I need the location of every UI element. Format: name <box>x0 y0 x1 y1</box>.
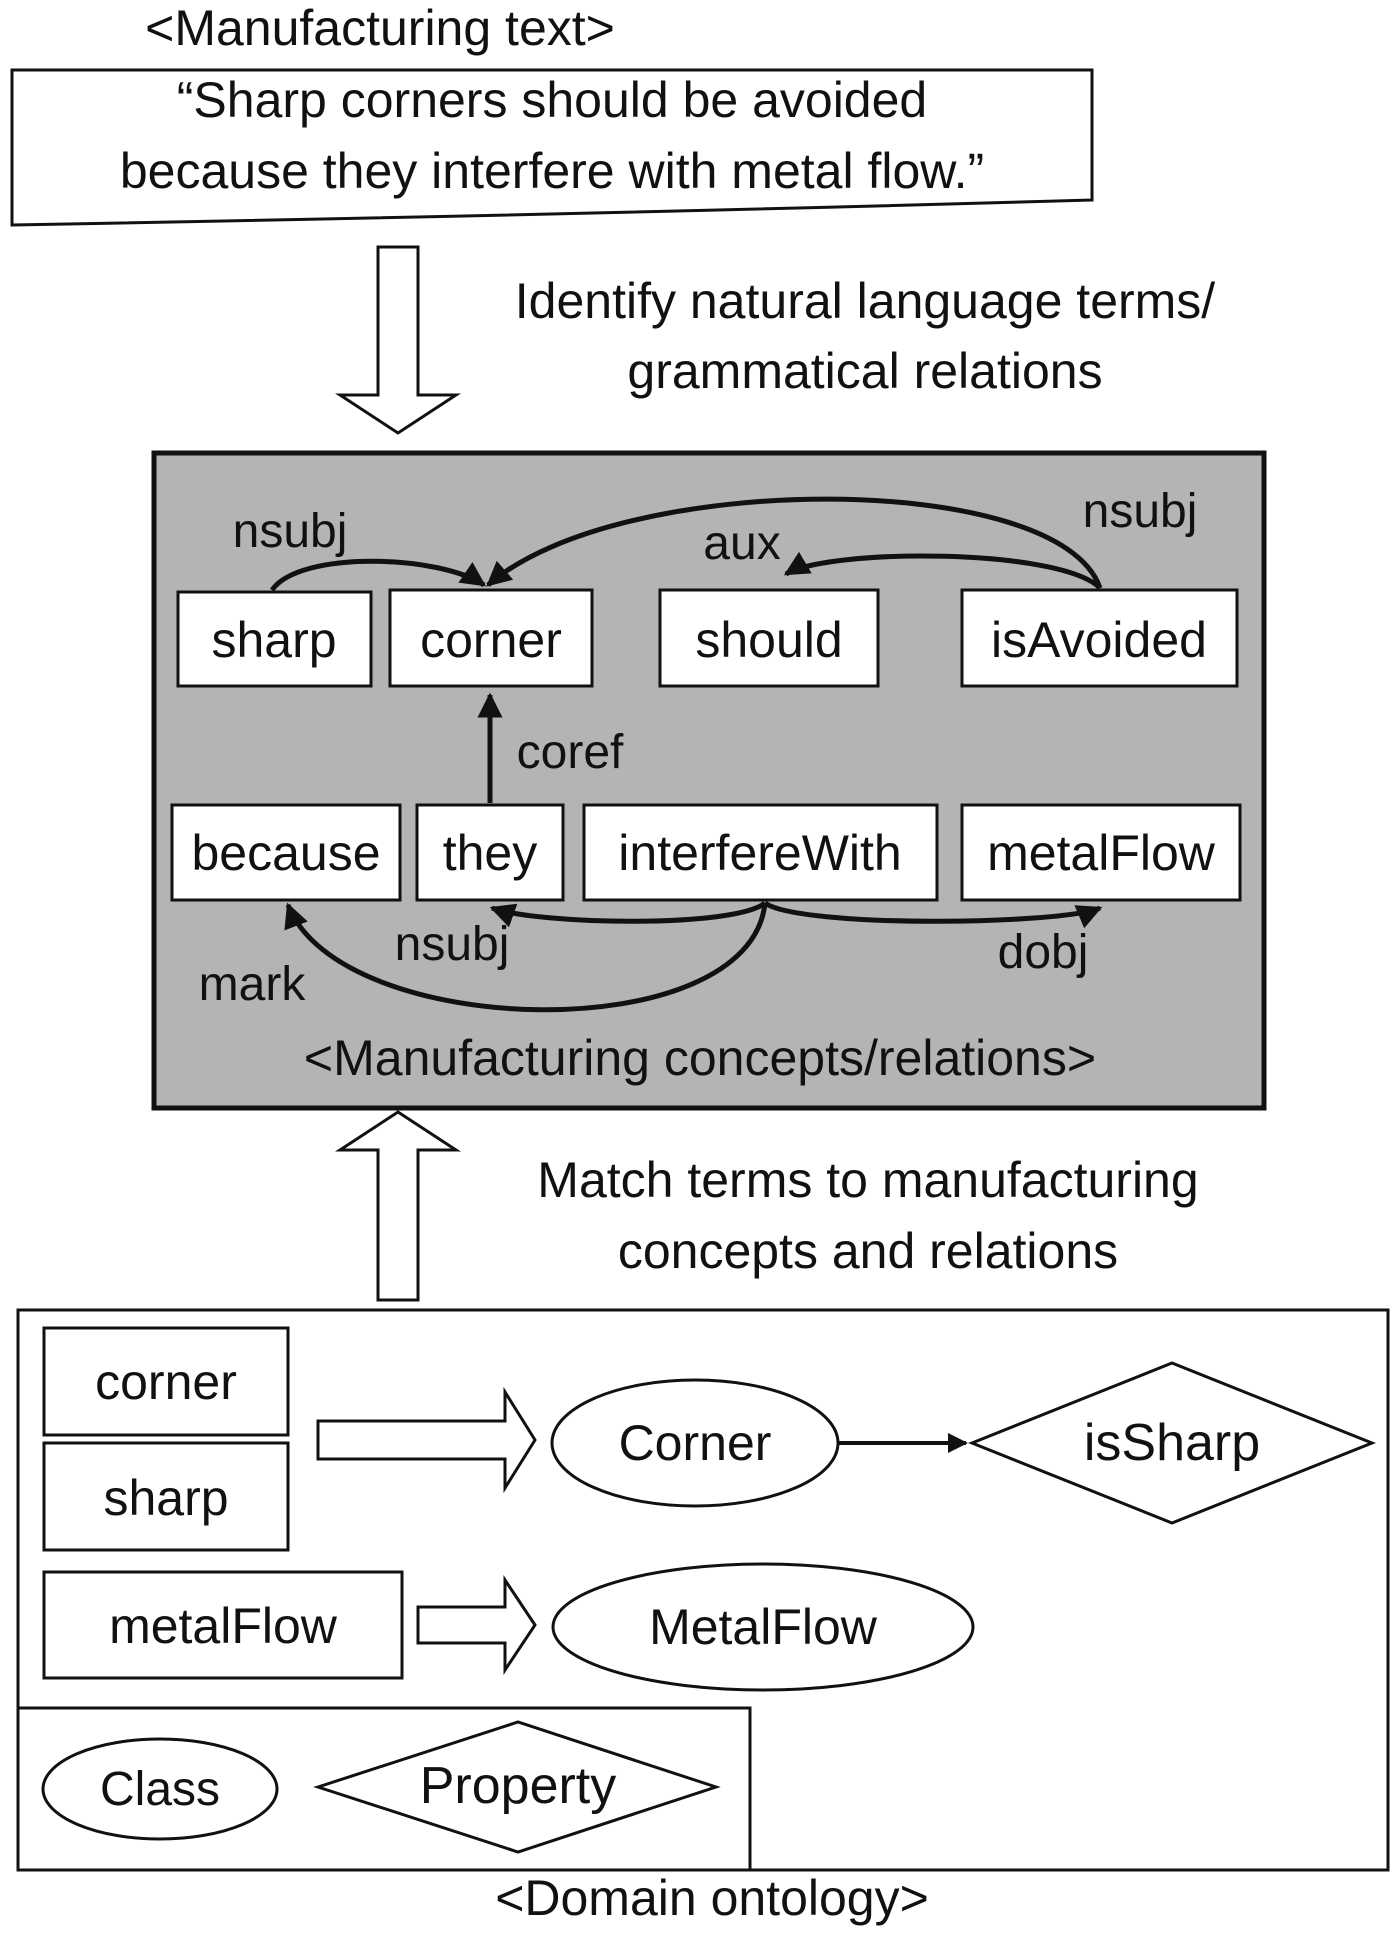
svg-text:sharp: sharp <box>211 612 336 668</box>
label-dobj: dobj <box>998 926 1089 979</box>
step1-line-2: grammatical relations <box>627 343 1102 399</box>
down-arrow-icon <box>334 245 462 435</box>
label-mark: mark <box>199 958 307 1011</box>
svg-text:corner: corner <box>95 1354 237 1410</box>
svg-text:isSharp: isSharp <box>1084 1414 1260 1472</box>
label-coref: coref <box>517 726 624 779</box>
concept-box-because: because <box>170 803 402 902</box>
label-nsubj-1: nsubj <box>233 505 348 558</box>
svg-text:MetalFlow: MetalFlow <box>649 1599 878 1655</box>
svg-text:metalFlow: metalFlow <box>109 1598 338 1654</box>
quote-line-1: “Sharp corners should be avoided <box>177 72 927 128</box>
concepts-panel-caption: <Manufacturing concepts/relations> <box>304 1030 1096 1086</box>
svg-text:they: they <box>443 825 538 881</box>
svg-text:because: because <box>191 825 380 881</box>
svg-text:Property: Property <box>420 1757 617 1815</box>
arc-nsubj-isavoided-corner <box>486 496 1103 589</box>
property-issharp: isSharp <box>967 1361 1377 1525</box>
term-box-sharp: sharp <box>42 1441 290 1552</box>
right-arrow-icon <box>316 1386 537 1494</box>
class-metalflow: MetalFlow <box>551 1562 975 1692</box>
step1-line-1: Identify natural language terms/ <box>515 273 1216 329</box>
label-nsubj-3: nsubj <box>395 918 510 971</box>
class-corner: Corner <box>550 1378 840 1508</box>
manufacturing-text-caption: <Manufacturing text> <box>145 0 615 56</box>
legend-property: Property <box>313 1720 721 1854</box>
svg-text:Class: Class <box>100 1763 220 1816</box>
step2-line-1: Match terms to manufacturing <box>537 1152 1198 1208</box>
ontology-caption: <Domain ontology> <box>495 1870 929 1926</box>
concept-box-metalflow: metalFlow <box>960 803 1242 902</box>
concept-box-sharp: sharp <box>176 590 373 688</box>
up-arrow-icon <box>334 1110 462 1302</box>
svg-text:sharp: sharp <box>103 1470 228 1526</box>
quote-line-2: because they interfere with metal flow.” <box>120 143 984 199</box>
label-nsubj-2: nsubj <box>1083 485 1198 538</box>
term-box-metalflow: metalFlow <box>42 1570 404 1680</box>
concept-box-corner: corner <box>388 588 594 688</box>
concept-box-isavoided: isAvoided <box>960 588 1239 688</box>
svg-text:Corner: Corner <box>619 1415 772 1471</box>
concept-box-interferewith: interfereWith <box>582 803 939 902</box>
svg-text:metalFlow: metalFlow <box>987 825 1216 881</box>
legend-class: Class <box>41 1737 279 1841</box>
concept-box-should: should <box>658 588 880 688</box>
svg-text:corner: corner <box>420 612 562 668</box>
svg-text:interfereWith: interfereWith <box>618 825 901 881</box>
arc-nsubj-sharp-corner <box>269 558 487 592</box>
label-aux: aux <box>703 517 780 570</box>
manufacturing-text-box <box>10 68 1094 227</box>
right-arrow-icon <box>416 1575 537 1675</box>
arc-nsubj-interferewith-they <box>489 900 767 928</box>
svg-text:isAvoided: isAvoided <box>991 612 1207 668</box>
arc-mark-interferewith-because <box>284 902 768 1013</box>
term-box-corner: corner <box>42 1326 290 1437</box>
arc-aux-isavoided-should <box>783 551 1102 590</box>
step2-line-2: concepts and relations <box>618 1223 1118 1279</box>
arc-dobj-interferewith-metalflow <box>763 900 1103 929</box>
concept-box-they: they <box>415 803 565 902</box>
svg-text:should: should <box>695 612 842 668</box>
